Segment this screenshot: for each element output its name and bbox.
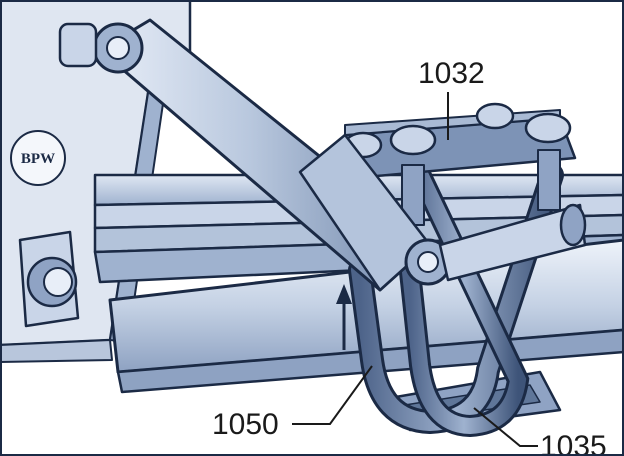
leader-lines bbox=[292, 92, 538, 447]
bracket-bolt bbox=[18, 230, 80, 328]
callout-1050: 1050 bbox=[212, 408, 279, 441]
callout-1032: 1032 bbox=[418, 57, 485, 90]
clamp-plate bbox=[343, 102, 577, 226]
callout-1035: 1035 bbox=[540, 430, 607, 456]
svg-text:BPW: BPW bbox=[21, 151, 55, 167]
direction-arrow bbox=[336, 284, 352, 350]
u-bolt-rear bbox=[348, 163, 564, 435]
shock-absorber bbox=[58, 18, 452, 292]
pivot-pin bbox=[438, 203, 587, 282]
bpw-logo-icon: BPW bbox=[10, 130, 66, 186]
u-bolt-front bbox=[399, 159, 530, 438]
